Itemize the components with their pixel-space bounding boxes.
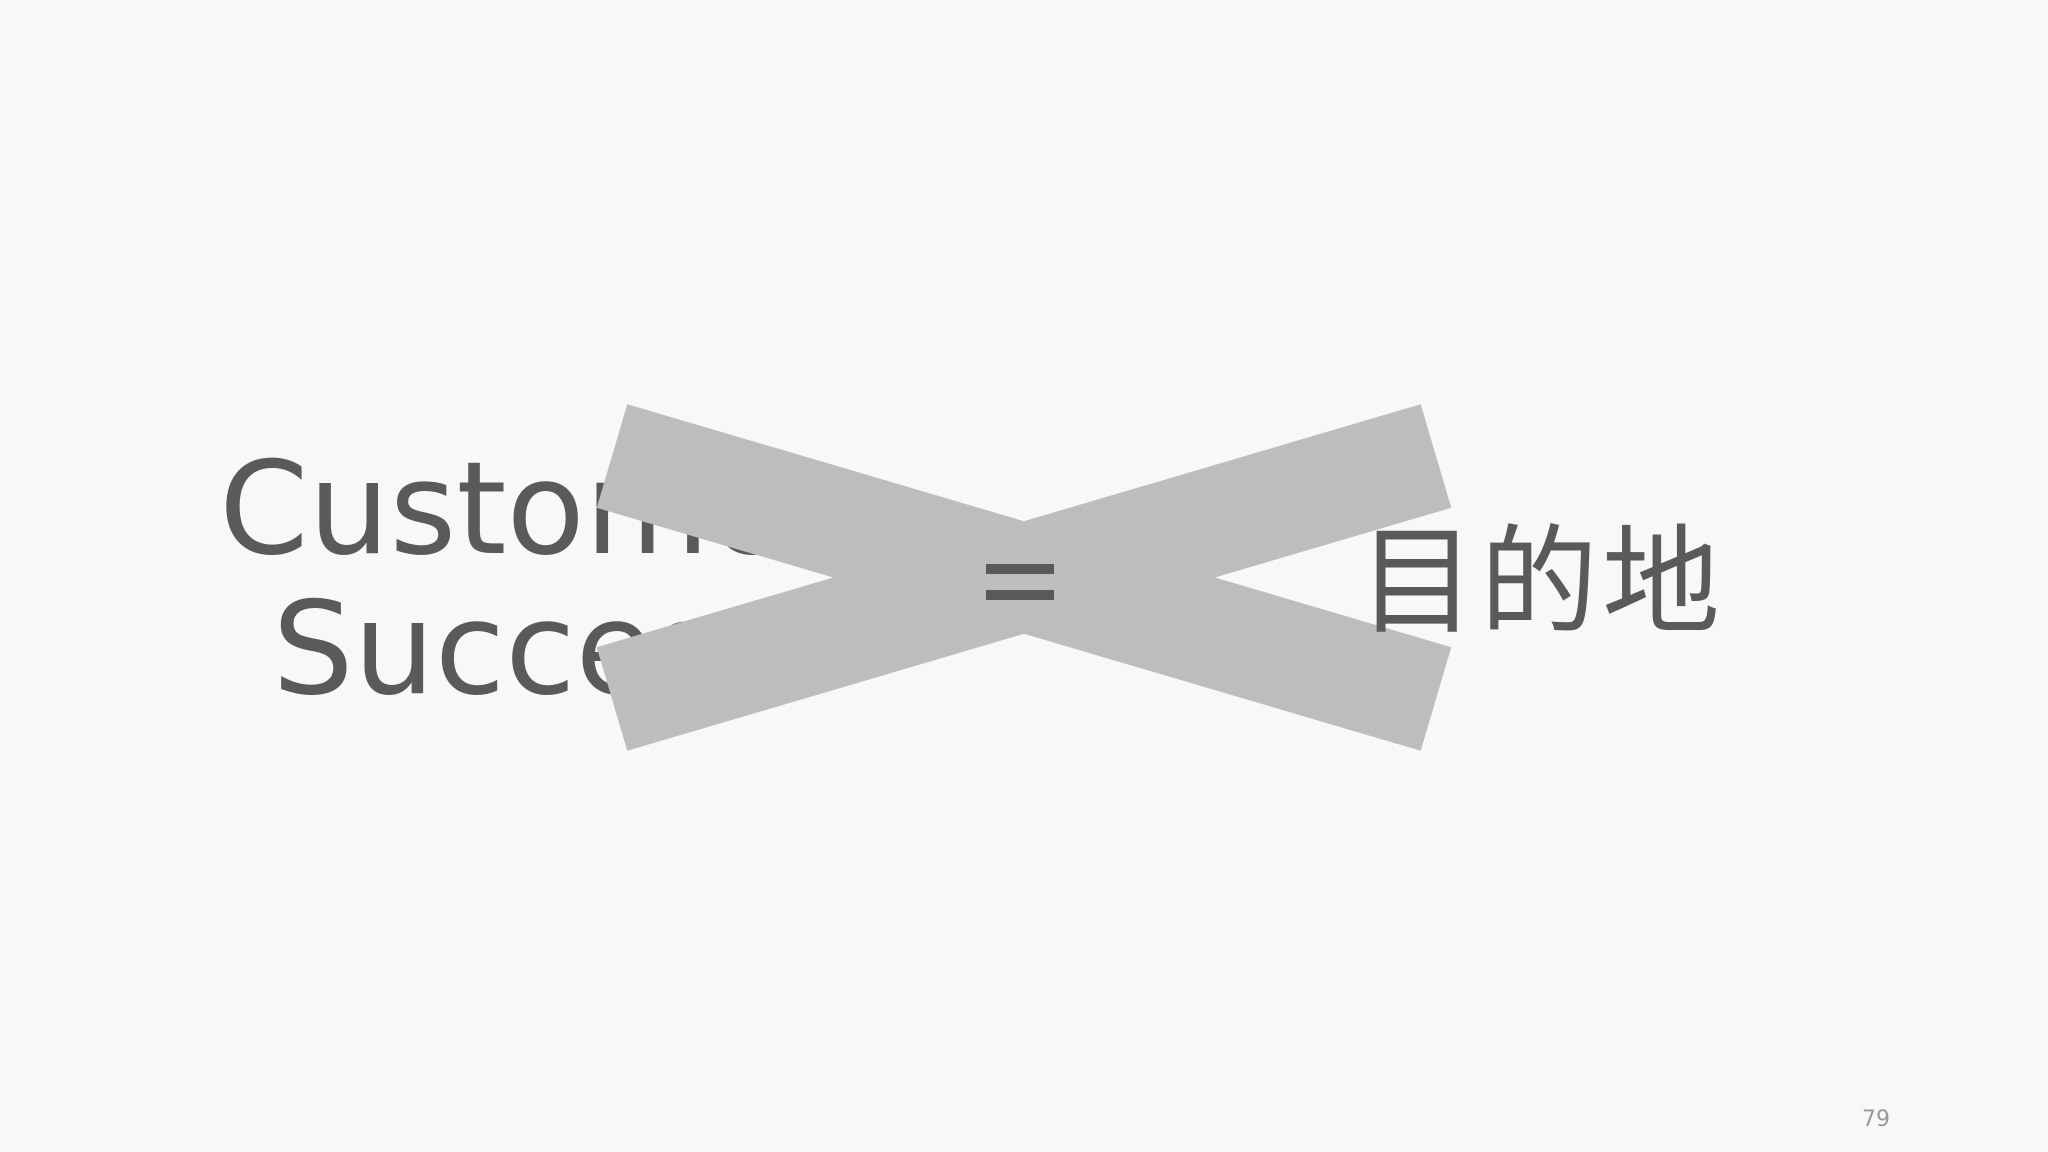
right-heading: 目的地 — [1358, 513, 1725, 651]
page-number: 79 — [1862, 1107, 1890, 1132]
left-heading-line2: Success — [272, 575, 788, 724]
left-heading: Customer Success — [200, 440, 860, 720]
left-heading-line1: Customer — [219, 435, 841, 584]
equals-bar-top — [986, 564, 1054, 574]
equals-icon — [980, 552, 1060, 604]
equals-bar-bottom — [986, 590, 1054, 600]
